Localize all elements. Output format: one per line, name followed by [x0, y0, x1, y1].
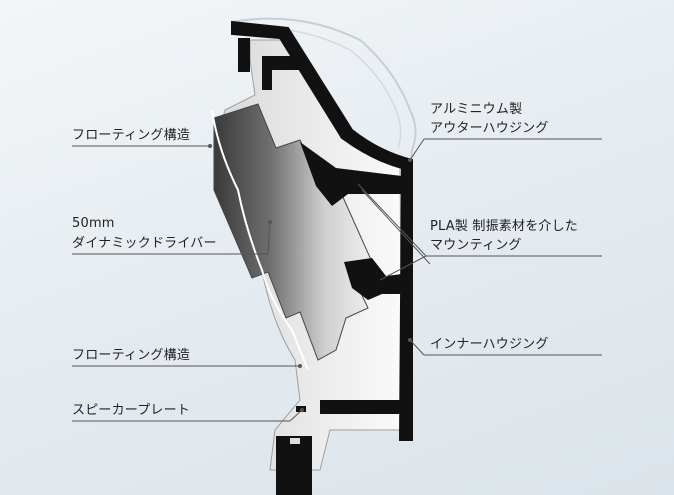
- bottom-block-cap: [290, 438, 300, 444]
- pla-mount-upper: [300, 142, 402, 206]
- inner-housing-bar: [320, 400, 402, 414]
- earcup-outline: [231, 17, 417, 171]
- label-driver-size: 50mm: [72, 216, 115, 231]
- label-speaker-plate: スピーカープレート: [72, 403, 191, 418]
- label-floating-structure-bottom: フローティング構造: [72, 348, 191, 363]
- top-bracket: [262, 56, 300, 90]
- leader-lines: [72, 138, 602, 422]
- label-dynamic-driver: ダイナミックドライバー: [72, 236, 217, 251]
- top-bracket-stub: [238, 38, 250, 72]
- label-floating-structure-top: フローティング構造: [72, 128, 191, 143]
- label-pla-mounting: PLA製 制振素材を介した: [430, 219, 579, 234]
- label-mounting: マウンティング: [430, 238, 522, 253]
- pla-mount-lower: [344, 258, 402, 300]
- aluminium-outer-housing: [231, 20, 413, 441]
- dynamic-driver: [213, 103, 373, 361]
- label-inner-housing: インナーハウジング: [430, 337, 549, 352]
- label-outer-housing-material: アルミニウム製: [430, 102, 523, 117]
- bottom-block: [276, 436, 312, 495]
- label-outer-housing: アウターハウジング: [430, 121, 549, 136]
- floating-structure-contour: [211, 109, 309, 371]
